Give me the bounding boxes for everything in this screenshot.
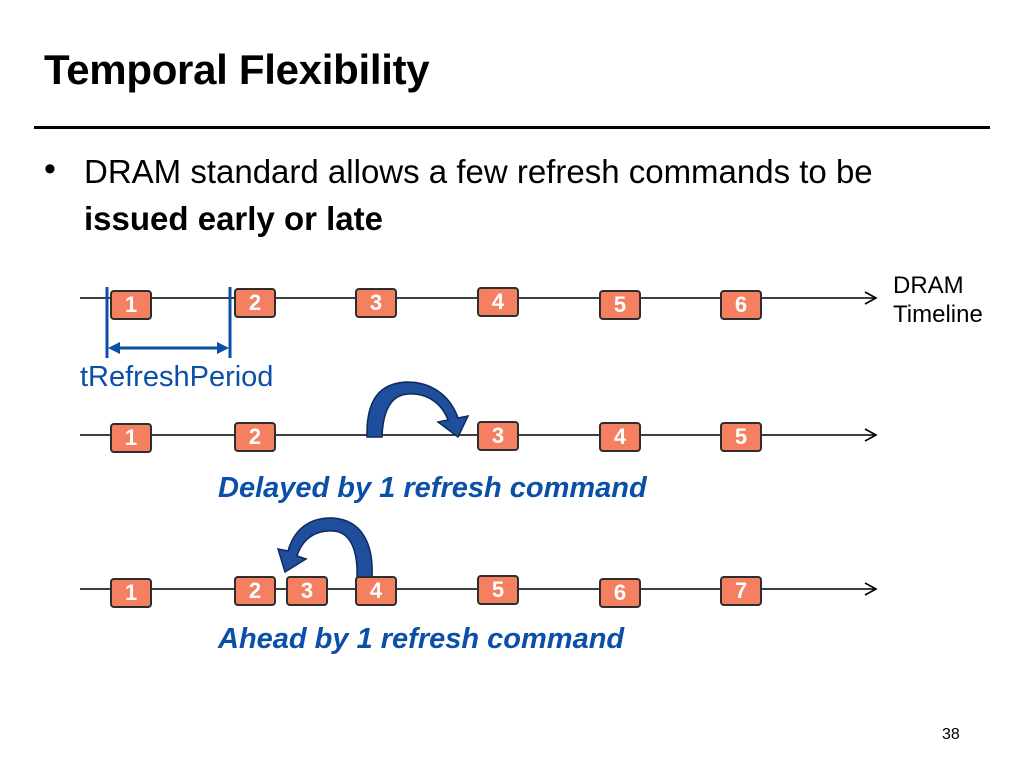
ahead-curved-arrow (276, 517, 373, 579)
delayed-caption: Delayed by 1 refresh command (218, 472, 647, 504)
refresh-command-box: 4 (599, 422, 641, 452)
bullet-text-prefix: DRAM standard allows a few refresh comma… (84, 153, 873, 190)
refresh-command-box: 3 (477, 421, 519, 451)
refresh-command-box: 5 (599, 290, 641, 320)
dram-timeline-label-line1: DRAM (893, 272, 964, 299)
dram-timeline-label-line2: Timeline (893, 301, 983, 328)
title-divider (34, 126, 990, 129)
refresh-command-box: 3 (286, 576, 328, 606)
refresh-command-box: 2 (234, 422, 276, 452)
refresh-command-box: 1 (110, 290, 152, 320)
ahead-caption: Ahead by 1 refresh command (218, 623, 625, 655)
bullet-text-bold: issued early or late (84, 200, 383, 237)
refresh-command-box: 6 (720, 290, 762, 320)
refresh-command-box: 4 (355, 576, 397, 606)
refresh-command-box: 6 (599, 578, 641, 608)
refresh-command-box: 5 (720, 422, 762, 452)
refresh-period-label: tRefreshPeriod (80, 361, 274, 393)
refresh-command-box: 7 (720, 576, 762, 606)
dram-timeline-label: DRAM Timeline (893, 271, 983, 329)
refresh-command-box: 2 (234, 576, 276, 606)
refresh-command-box: 2 (234, 288, 276, 318)
refresh-command-box: 1 (110, 578, 152, 608)
delay-curved-arrow (366, 381, 470, 439)
slide-title: Temporal Flexibility (44, 46, 430, 93)
refresh-command-box: 1 (110, 423, 152, 453)
refresh-period-bracket (105, 287, 232, 358)
refresh-command-box: 5 (477, 575, 519, 605)
refresh-command-box: 4 (477, 287, 519, 317)
refresh-command-box: 3 (355, 288, 397, 318)
page-number: 38 (942, 726, 960, 743)
bullet-text: DRAM standard allows a few refresh comma… (84, 148, 964, 242)
bullet-marker: • (44, 150, 56, 188)
